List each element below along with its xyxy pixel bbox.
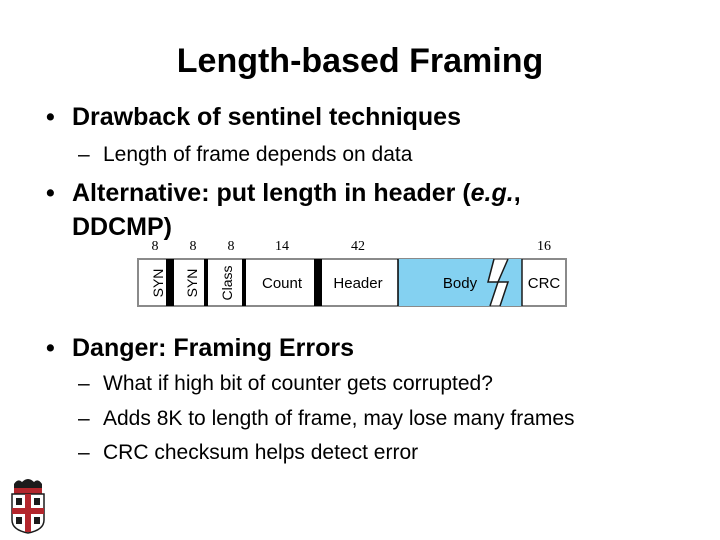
crest-book	[16, 498, 22, 505]
bits-label-count: 14	[275, 239, 289, 254]
crest-band	[14, 488, 42, 494]
crest-book	[34, 498, 40, 505]
field-body: Body	[443, 275, 478, 292]
sub-bullet-text: CRC checksum helps detect error	[103, 441, 419, 464]
bullet-text: Alternative: put length in header (e.g.,…	[72, 179, 521, 241]
university-crest-logo	[11, 479, 45, 534]
bullet-text: Danger: Framing Errors	[72, 334, 355, 362]
bullet-marker: •	[46, 334, 55, 362]
crest-cross-horizontal	[12, 508, 44, 514]
crest-crown	[14, 479, 42, 488]
bullet-marker: •	[46, 179, 55, 207]
sub-bullet-adds-8k: – Adds 8K to length of frame, may lose m…	[78, 403, 575, 435]
bullet-marker: •	[46, 103, 55, 131]
field-crc: CRC	[528, 275, 561, 292]
body-field-fill	[398, 259, 498, 306]
field-syn-1: SYN	[150, 269, 166, 298]
dash-marker: –	[78, 372, 90, 395]
bits-label-syn-2: 8	[190, 239, 197, 254]
bullet-alternative: • Alternative: put length in header (e.g…	[46, 176, 606, 244]
bits-label-crc: 16	[537, 239, 551, 254]
crest-book	[16, 517, 22, 524]
sub-bullet-text: Length of frame depends on data	[103, 143, 413, 166]
field-syn-2: SYN	[184, 269, 200, 298]
dash-marker: –	[78, 143, 90, 166]
sub-bullet-high-bit: – What if high bit of counter gets corru…	[78, 368, 493, 400]
dash-marker: –	[78, 407, 90, 430]
bits-label-header: 42	[351, 239, 365, 254]
body-break-right	[496, 258, 510, 307]
bits-label-syn-1: 8	[152, 239, 159, 254]
separator	[242, 259, 246, 306]
frame-format-diagram: 8 8 8 14 42 16 SYN SYN Class Count Heade…	[137, 239, 567, 307]
field-header: Header	[333, 275, 382, 292]
bullet-drawback: • Drawback of sentinel techniques	[46, 100, 461, 134]
sub-bullet-text: Adds 8K to length of frame, may lose man…	[103, 407, 575, 430]
body-break-left	[487, 258, 500, 307]
crest-book	[34, 517, 40, 524]
bullet-text: Drawback of sentinel techniques	[72, 103, 461, 131]
dash-marker: –	[78, 441, 90, 464]
separator	[204, 259, 208, 306]
bullet-danger: • Danger: Framing Errors	[46, 331, 354, 365]
separator	[314, 259, 322, 306]
field-class: Class	[219, 265, 235, 300]
sub-bullet-text: What if high bit of counter gets corrupt…	[103, 372, 493, 395]
slide-title: Length-based Framing	[176, 42, 544, 80]
sub-bullet-crc: – CRC checksum helps detect error	[78, 437, 418, 469]
separator	[166, 259, 174, 306]
sub-bullet-length-depends: – Length of frame depends on data	[78, 139, 412, 171]
bits-label-class: 8	[228, 239, 235, 254]
field-count: Count	[262, 275, 303, 292]
